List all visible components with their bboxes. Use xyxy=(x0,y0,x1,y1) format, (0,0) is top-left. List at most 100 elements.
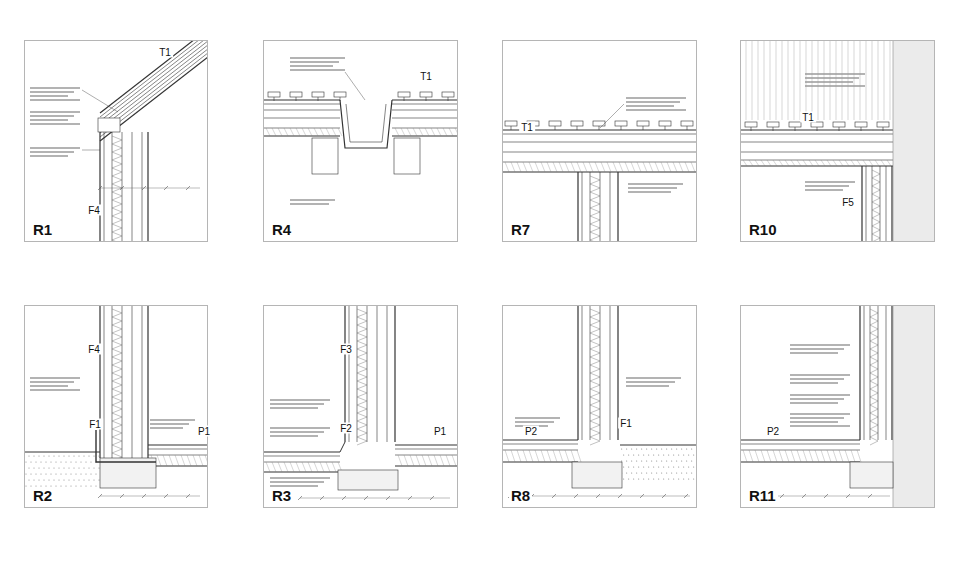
soil-dot xyxy=(676,449,677,450)
line xyxy=(582,172,583,241)
soil-dot xyxy=(74,480,75,481)
line xyxy=(112,176,122,180)
line xyxy=(264,118,340,119)
line xyxy=(872,182,880,186)
line xyxy=(741,152,893,153)
line xyxy=(590,441,600,445)
soil-dot xyxy=(668,479,669,480)
line xyxy=(773,160,777,166)
soil-dot xyxy=(79,468,80,469)
line xyxy=(357,397,367,401)
soil-dot xyxy=(658,479,659,480)
line xyxy=(290,57,345,59)
soil-dot xyxy=(41,486,42,487)
line xyxy=(626,381,675,383)
line xyxy=(357,361,367,365)
line xyxy=(112,306,113,458)
line xyxy=(398,455,402,466)
soil-dot xyxy=(61,462,62,463)
soil-dot xyxy=(64,468,65,469)
line xyxy=(357,341,367,345)
panel-number: R7 xyxy=(509,222,532,239)
reference-tag: F2 xyxy=(338,423,354,434)
line xyxy=(30,111,80,113)
soil-dot xyxy=(99,480,100,481)
line xyxy=(112,345,122,349)
soil-dot xyxy=(643,479,644,480)
block xyxy=(855,122,867,127)
line xyxy=(511,162,515,172)
line xyxy=(132,132,133,241)
line xyxy=(559,450,563,462)
line xyxy=(574,494,578,498)
line xyxy=(264,110,340,111)
line xyxy=(270,481,324,483)
line xyxy=(590,377,600,381)
line xyxy=(571,450,575,462)
line xyxy=(342,496,346,500)
soil-dot xyxy=(64,480,65,481)
line xyxy=(749,450,753,462)
line xyxy=(802,494,806,498)
line xyxy=(112,216,122,220)
line xyxy=(431,128,435,136)
line xyxy=(357,421,367,425)
soil-dot xyxy=(641,449,642,450)
line xyxy=(357,409,367,413)
line xyxy=(618,494,622,498)
soil-dot xyxy=(99,456,100,457)
line xyxy=(741,165,893,166)
line xyxy=(112,445,122,449)
line xyxy=(583,162,587,172)
line xyxy=(296,128,300,136)
block xyxy=(615,121,627,126)
line xyxy=(685,162,689,172)
line xyxy=(112,148,122,152)
soil-dot xyxy=(688,455,689,456)
line xyxy=(112,397,122,401)
line xyxy=(112,136,122,140)
detail-panel: R8 xyxy=(502,305,697,508)
line xyxy=(340,442,345,452)
line xyxy=(619,162,623,172)
line xyxy=(884,41,885,120)
line xyxy=(833,450,837,462)
line xyxy=(30,123,80,125)
line xyxy=(870,313,878,317)
line xyxy=(870,429,878,433)
line xyxy=(752,41,753,120)
line xyxy=(320,462,324,472)
line xyxy=(82,90,118,112)
line xyxy=(112,389,122,393)
panel-number: R2 xyxy=(31,488,54,505)
line xyxy=(761,450,765,462)
line xyxy=(590,381,600,385)
soil-dot xyxy=(681,449,682,450)
soil-dot xyxy=(683,467,684,468)
line xyxy=(205,455,207,466)
line xyxy=(749,160,753,166)
panel-number: R11 xyxy=(747,488,778,505)
line xyxy=(805,77,859,79)
line xyxy=(270,407,318,409)
line xyxy=(790,352,838,354)
line xyxy=(790,344,850,346)
line xyxy=(112,208,122,212)
soil-dot xyxy=(61,486,62,487)
line xyxy=(872,234,880,238)
line xyxy=(755,450,759,462)
line xyxy=(607,162,611,172)
soil-dot xyxy=(49,456,50,457)
line xyxy=(357,405,367,409)
line xyxy=(649,162,653,172)
line xyxy=(600,104,624,128)
line xyxy=(112,373,122,377)
line xyxy=(590,393,600,397)
block xyxy=(290,92,302,97)
line xyxy=(590,385,600,389)
soil-dot xyxy=(686,461,687,462)
soil-dot xyxy=(44,456,45,457)
panel-number: R8 xyxy=(509,488,532,505)
line xyxy=(357,437,367,441)
line xyxy=(790,382,838,384)
